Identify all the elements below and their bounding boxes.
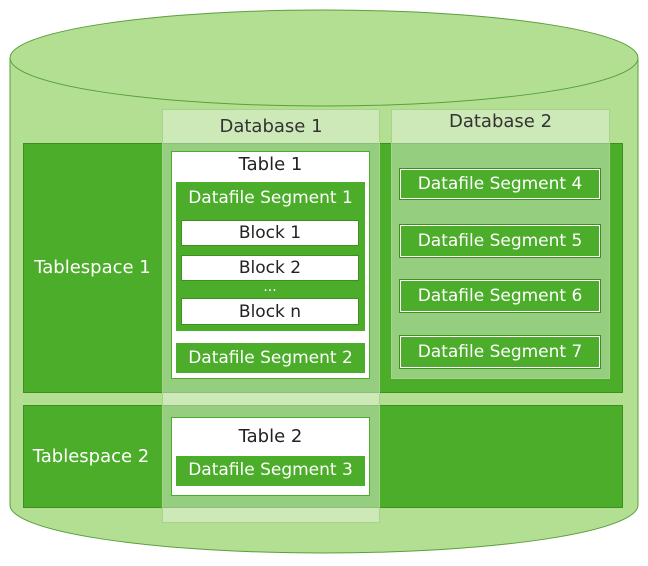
datafile-segment-2-label: Datafile Segment 2 xyxy=(188,348,353,368)
block-1-label: Block 1 xyxy=(238,223,302,243)
cylinder-top xyxy=(9,9,639,107)
datafile-segment-3-box xyxy=(175,455,366,487)
datafile-segment-3-label: Datafile Segment 3 xyxy=(188,460,353,480)
block-1-box xyxy=(181,220,359,246)
table-1-label: Table 1 xyxy=(238,154,303,175)
datafile-segment-7-label: Datafile Segment 7 xyxy=(417,342,583,362)
datafile-segment-7-box xyxy=(400,336,600,368)
datafile-segment-4-box xyxy=(400,169,600,199)
datafile-segment-5-box xyxy=(400,225,600,257)
database-1-label: Database 1 xyxy=(219,116,323,137)
datafile-segment-1-label: Datafile Segment 1 xyxy=(188,188,353,208)
datafile-segment-5-label: Datafile Segment 5 xyxy=(417,231,583,251)
datafile-segment-6-box xyxy=(400,280,600,312)
datafile-segment-6-label: Datafile Segment 6 xyxy=(417,286,583,306)
datafile-segment-4-label: Datafile Segment 4 xyxy=(417,174,583,194)
table-2-label: Table 2 xyxy=(238,426,303,447)
block-2-box xyxy=(181,255,359,281)
datafile-segment-2-box xyxy=(175,342,366,374)
tablespace-2-label: Tablespace 2 xyxy=(32,446,150,467)
block-ellipsis: ... xyxy=(263,279,277,295)
block-2-label: Block 2 xyxy=(238,258,302,278)
tablespace-1-label: Tablespace 1 xyxy=(34,257,151,278)
block-n-box xyxy=(181,298,359,325)
block-n-label: Block n xyxy=(238,302,302,322)
database-2-label: Database 2 xyxy=(448,111,553,132)
